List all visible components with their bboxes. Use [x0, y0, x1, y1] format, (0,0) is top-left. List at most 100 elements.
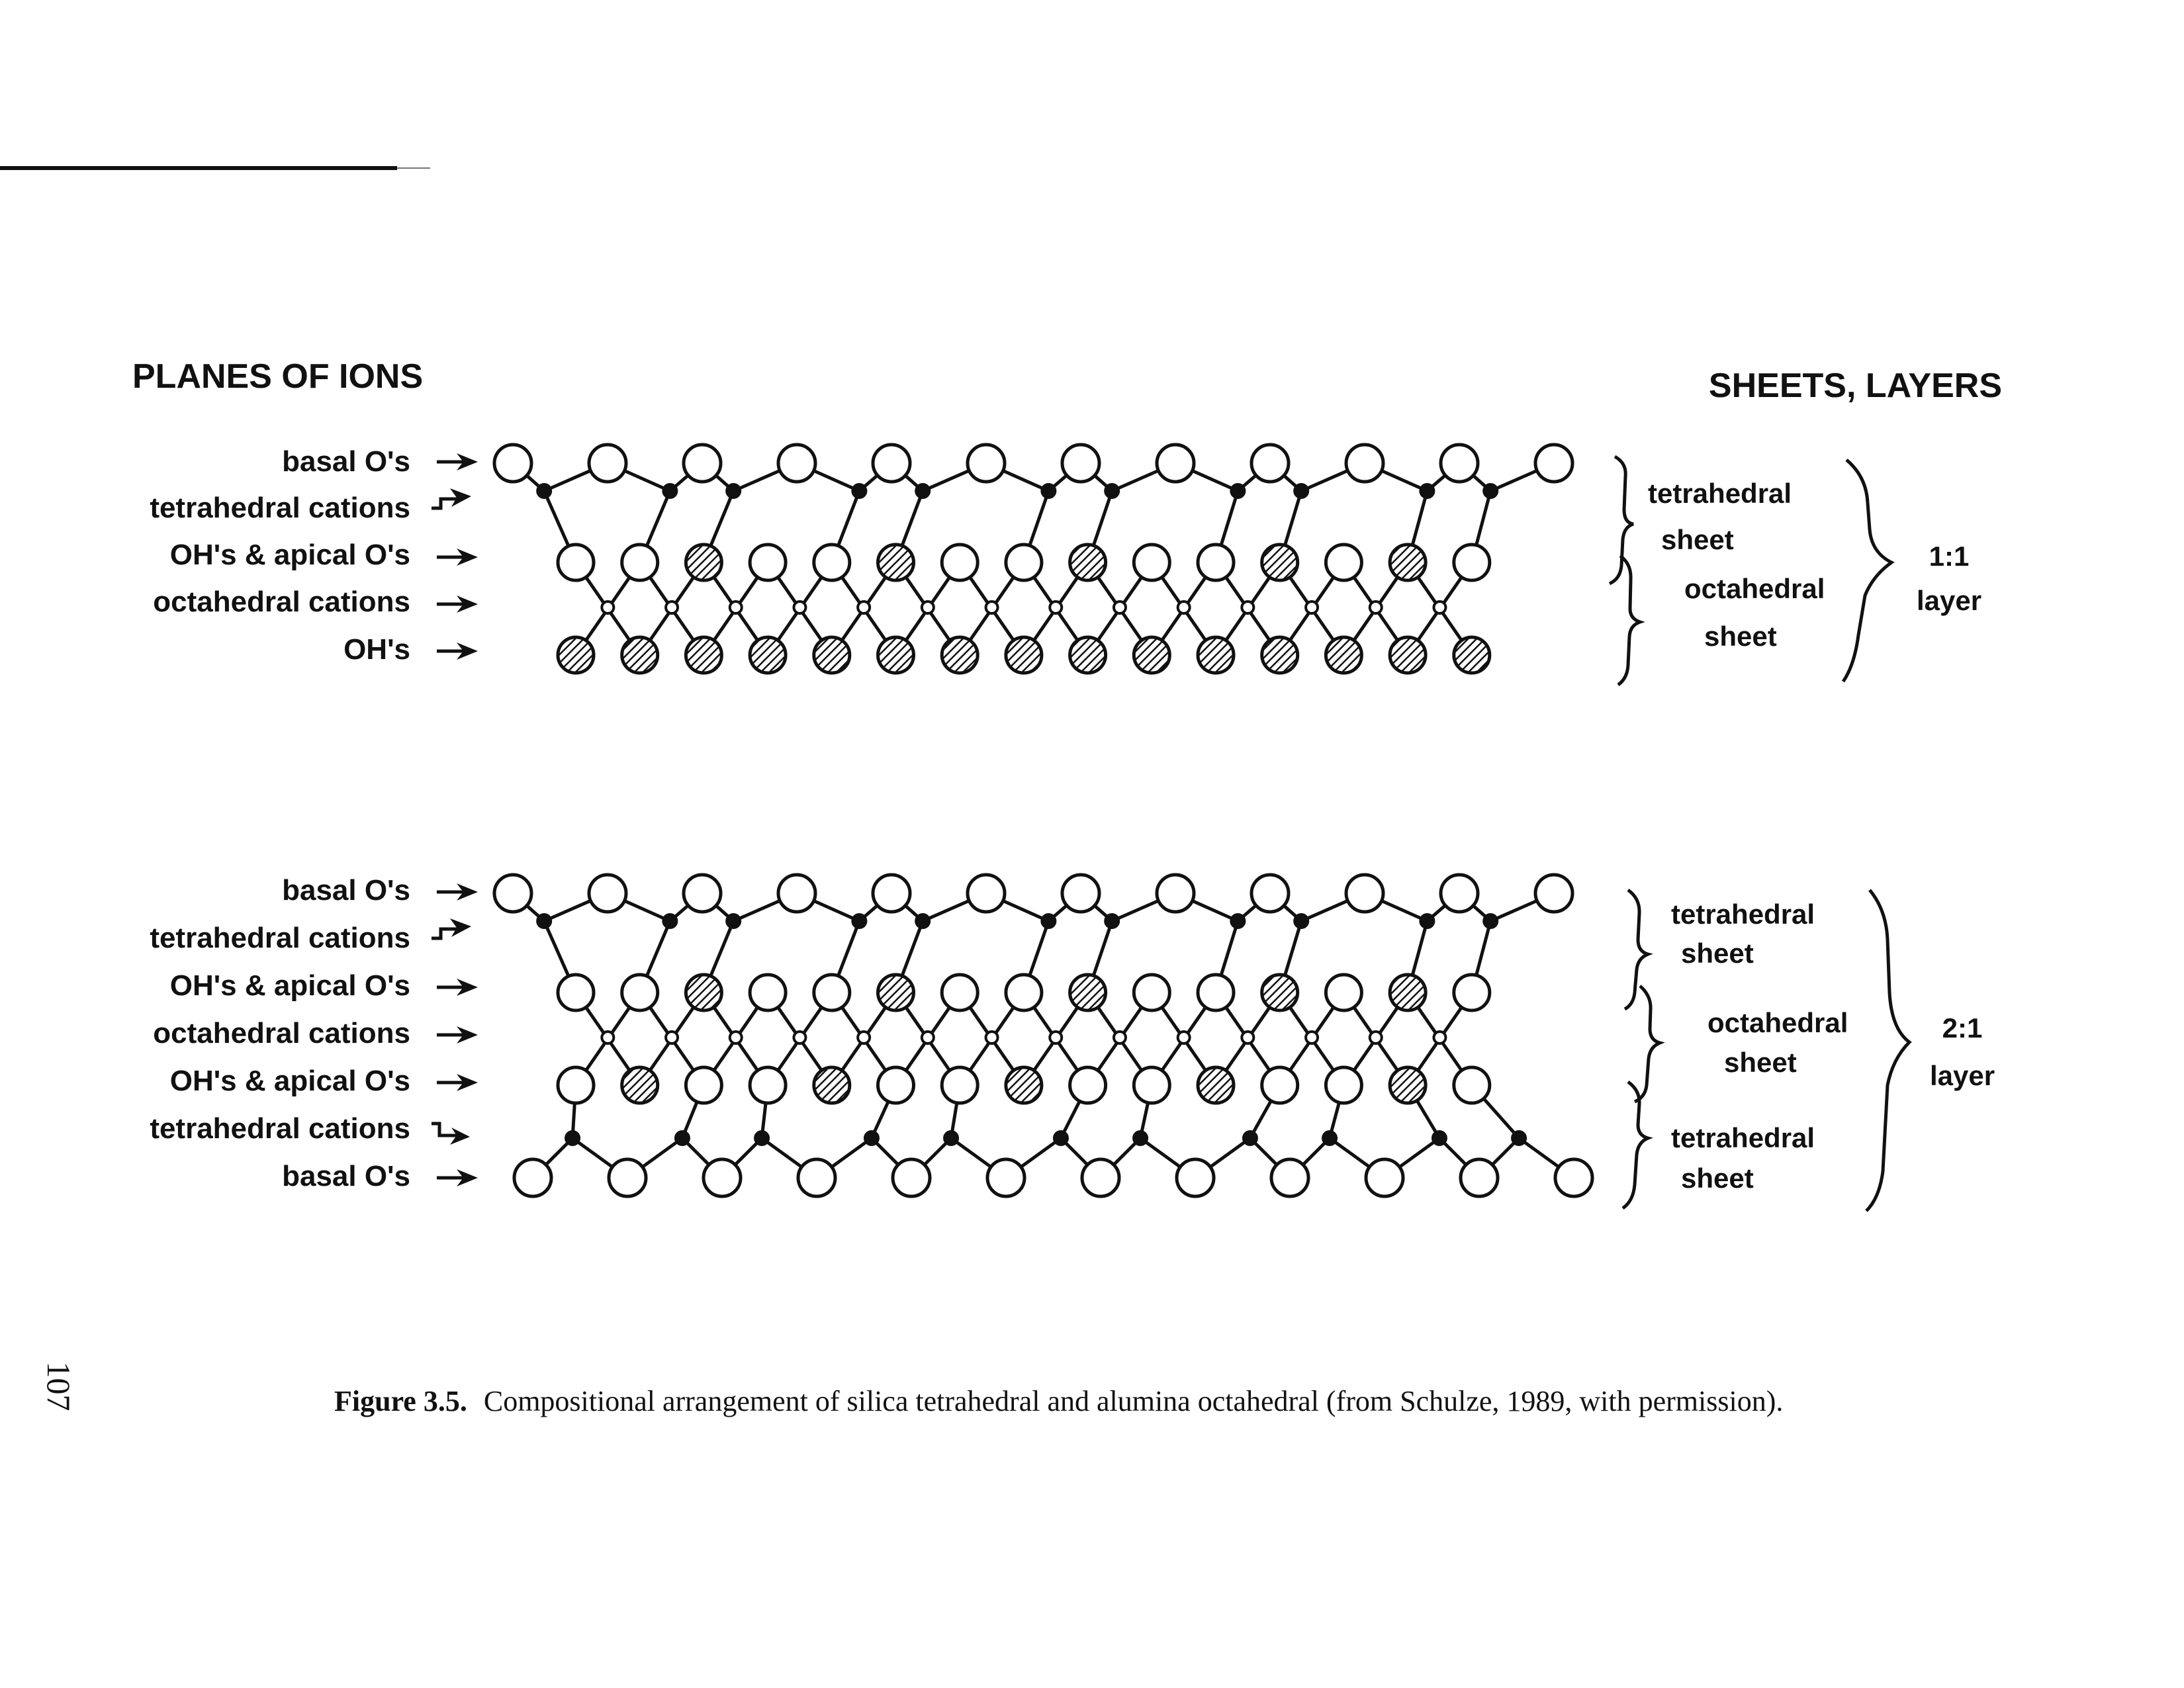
layer-label: layer — [1917, 585, 1981, 616]
oxygen-ion-icon — [587, 443, 628, 484]
plane-arrow-icon — [437, 1074, 478, 1091]
oxygen-ion-icon — [587, 873, 628, 914]
hydroxyl-ion-icon — [1388, 635, 1428, 675]
tetrahedral-cation-icon — [1431, 1130, 1447, 1146]
oxygen-ion-icon — [1533, 873, 1574, 914]
octahedral-cation-icon — [1048, 1030, 1064, 1045]
sheet-label: sheet — [1661, 524, 1734, 555]
tetrahedral-cation-icon — [851, 913, 868, 929]
tetrahedral-cation-icon — [1242, 1130, 1258, 1146]
plane-arrow-icon — [437, 1026, 478, 1044]
sheet-label: sheet — [1681, 938, 1754, 969]
oxygen-ion-icon — [1533, 443, 1574, 484]
sheet-label: octahedral — [1707, 1007, 1848, 1038]
plane-arrow-icon — [437, 643, 478, 660]
oxygen-ion-icon — [620, 973, 660, 1012]
hydroxyl-ion-icon — [748, 635, 788, 675]
hydroxyl-ion-icon — [876, 543, 915, 582]
plane-arrow-icon — [432, 918, 471, 940]
plane-label: basal O's — [282, 874, 410, 907]
plane-arrow-icon — [437, 596, 478, 613]
oxygen-ion-icon — [702, 1157, 743, 1198]
oxygen-ion-icon — [871, 873, 912, 914]
oxygen-ion-icon — [1452, 973, 1492, 1012]
plane-label: tetrahedral cations — [150, 1112, 410, 1145]
octahedral-cation-icon — [728, 1030, 743, 1045]
plane-label: octahedral cations — [153, 1017, 410, 1049]
oxygen-ion-icon — [684, 1065, 723, 1105]
tetrahedral-cation-icon — [1040, 483, 1057, 499]
oxygen-ion-icon — [620, 543, 660, 582]
hydroxyl-ion-icon — [620, 635, 660, 675]
tetrahedral-cation-icon — [662, 913, 678, 929]
tetrahedral-cation-icon — [674, 1130, 690, 1146]
oxygen-ion-icon — [940, 1065, 979, 1105]
plane-arrow-icon — [437, 883, 478, 901]
oxygen-ion-icon — [1060, 873, 1101, 914]
tetrahedral-cation-icon — [1482, 913, 1499, 929]
octahedral-cation-icon — [856, 600, 872, 615]
oxygen-ion-icon — [1324, 1065, 1363, 1105]
sheet-label: tetrahedral — [1671, 899, 1815, 930]
oxygen-ion-icon — [1439, 873, 1480, 914]
plane-arrow-icon — [437, 453, 478, 470]
brace-tetrahedral-sheet — [1623, 888, 1653, 1011]
octahedral-cation-icon — [1176, 1030, 1191, 1045]
octahedral-cation-icon — [664, 600, 680, 615]
oxygen-ion-icon — [1459, 1157, 1500, 1198]
heading-planes-of-ions: PLANES OF IONS — [132, 357, 423, 396]
oxygen-ion-icon — [556, 973, 596, 1012]
oxygen-ion-icon — [966, 443, 1007, 484]
octahedral-cation-icon — [728, 600, 743, 615]
layer-label: 1:1 — [1929, 541, 1970, 572]
plane-label: basal O's — [282, 1160, 410, 1192]
hydroxyl-ion-icon — [876, 635, 915, 675]
octahedral-cation-icon — [1048, 600, 1064, 615]
oxygen-ion-icon — [748, 973, 788, 1012]
tetrahedral-cation-icon — [1132, 1130, 1149, 1146]
oxygen-ion-icon — [776, 443, 817, 484]
oxygen-ion-icon — [1155, 873, 1196, 914]
oxygen-ion-icon — [940, 543, 979, 582]
tetrahedral-cation-icon — [1482, 483, 1499, 499]
tetrahedral-cation-icon — [1419, 913, 1435, 929]
hydroxyl-ion-icon — [620, 1065, 660, 1105]
plane-label: OH's & apical O's — [170, 969, 410, 1002]
oxygen-ion-icon — [1344, 443, 1385, 484]
tetrahedral-cation-icon — [943, 1130, 960, 1146]
hydroxyl-ion-icon — [1068, 973, 1108, 1012]
oxygen-ion-icon — [556, 1065, 596, 1105]
tetrahedral-cation-icon — [851, 483, 868, 499]
tetrahedral-cation-icon — [1511, 1130, 1527, 1146]
sheet-label: tetrahedral — [1648, 478, 1792, 509]
tetrahedral-cation-icon — [863, 1130, 880, 1146]
oxygen-ion-icon — [876, 1065, 915, 1105]
brace-1-1-layer — [1841, 459, 1895, 683]
top-lattice-ions — [492, 443, 1574, 675]
oxygen-ion-icon — [796, 1157, 837, 1198]
oxygen-ion-icon — [512, 1157, 553, 1198]
octahedral-cation-icon — [984, 600, 999, 615]
oxygen-ion-icon — [1452, 1065, 1492, 1105]
oxygen-ion-icon — [1155, 443, 1196, 484]
oxygen-ion-icon — [1068, 1065, 1108, 1105]
oxygen-ion-icon — [1439, 443, 1480, 484]
tetrahedral-cation-icon — [536, 913, 553, 929]
oxygen-ion-icon — [871, 443, 912, 484]
tetrahedral-cation-icon — [536, 483, 553, 499]
octahedral-cation-icon — [1368, 1030, 1383, 1045]
octahedral-cation-icon — [1432, 1030, 1447, 1045]
octahedral-cation-icon — [792, 1030, 807, 1045]
tetrahedral-cation-icon — [1230, 913, 1246, 929]
oxygen-ion-icon — [1324, 543, 1363, 582]
sheet-label: sheet — [1681, 1163, 1754, 1194]
oxygen-ion-icon — [1260, 1065, 1300, 1105]
sheet-label: sheet — [1724, 1047, 1797, 1078]
oxygen-ion-icon — [1250, 443, 1291, 484]
hydroxyl-ion-icon — [1068, 543, 1108, 582]
hydroxyl-ion-icon — [1196, 635, 1236, 675]
top-plane-labels: basal O's tetrahedral cations OH's & api… — [150, 445, 410, 666]
page-number: 107 — [40, 1362, 77, 1411]
oxygen-ion-icon — [1250, 873, 1291, 914]
